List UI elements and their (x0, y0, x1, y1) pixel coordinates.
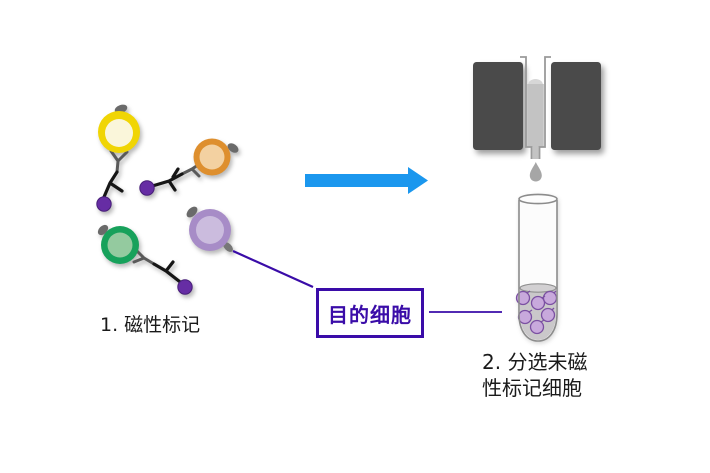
green-cell-body (107, 232, 133, 258)
magnetic-bead-icon (177, 279, 193, 295)
receptor-nub-icon (97, 224, 109, 236)
magnet-block-right (551, 62, 601, 150)
column-nozzle-liquid (532, 147, 539, 159)
callout-connector-left (232, 249, 314, 289)
magnetic-bead-icon (96, 196, 112, 212)
purple-cell-body (196, 216, 224, 244)
antibody-icon (147, 167, 184, 192)
tube-cells (515, 290, 558, 335)
separation-column (520, 56, 533, 159)
green-cell (97, 224, 193, 295)
magnetic-separator (473, 56, 601, 182)
antibody-icon (109, 149, 129, 174)
step2-label: 2. 分选未磁 性标记细胞 (482, 350, 588, 400)
orange-cell (139, 138, 239, 196)
separation-column (538, 56, 551, 159)
tube-opening (518, 193, 558, 205)
flow-arrow-icon (305, 167, 428, 194)
antibody-icon (152, 260, 186, 287)
orange-cell-body (199, 144, 225, 170)
receptor-nub-icon (186, 206, 198, 218)
tube-cell (529, 319, 545, 335)
yellow-cell (96, 104, 140, 212)
step1-label: 1. 磁性标记 (100, 314, 201, 336)
tube-wall (518, 200, 558, 342)
droplet-icon (529, 162, 542, 182)
tube-cell (517, 309, 533, 325)
tube-cell (530, 295, 546, 311)
target-cell-label: 目的细胞 (328, 302, 412, 327)
receptor-nub-icon (223, 242, 233, 252)
collection-tube (515, 193, 558, 342)
antibody-icon (102, 170, 124, 199)
tube-cell-tail (526, 290, 557, 323)
tube-liquid-surface (519, 283, 557, 293)
column-liquid (527, 84, 544, 147)
tube-cell (540, 307, 556, 323)
target-cell-callout: 目的细胞 (316, 288, 424, 338)
purple-target-cell (186, 206, 233, 252)
receptor-nub-icon (227, 143, 239, 153)
tube-cell (542, 290, 558, 306)
magnetic-bead-icon (139, 180, 155, 196)
yellow-cell-body (105, 119, 133, 147)
magnet-block-left (473, 62, 523, 150)
